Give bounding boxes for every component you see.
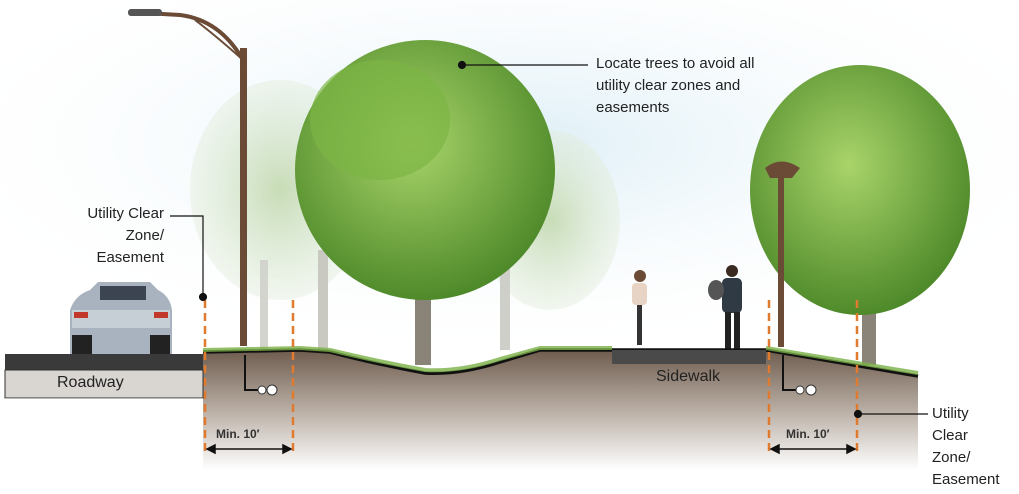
- cyclist: [632, 270, 647, 345]
- utility-pipes-left: [244, 355, 278, 396]
- roadway-label: Roadway: [57, 374, 124, 391]
- pedestrian: [708, 265, 742, 350]
- tree-right: [750, 65, 970, 365]
- street-light-tall: [128, 9, 247, 346]
- right-utility-clear-zone-label: Utility Clear Zone/ Easement: [932, 405, 1000, 488]
- tree-center: [295, 40, 555, 365]
- right-min-dimension: Min. 10′: [786, 427, 830, 441]
- pedestrian-light: [765, 161, 800, 347]
- sidewalk-label: Sidewalk: [656, 368, 721, 385]
- dimension-arrows: [205, 443, 857, 455]
- leader-lines: [170, 60, 928, 419]
- car: [70, 282, 172, 357]
- grass-line: [202, 348, 919, 378]
- sidewalk-slab: [612, 350, 766, 364]
- left-min-dimension: Min. 10′: [216, 427, 260, 441]
- tree-placement-note: Locate trees to avoid all utility clear …: [596, 55, 755, 116]
- utility-pipes-right: [782, 355, 817, 396]
- soil-section: [203, 350, 918, 470]
- roadway-section: [4, 354, 204, 438]
- left-utility-clear-zone-label: Utility Clear Zone/ Easement: [87, 205, 164, 266]
- grass: [202, 345, 919, 375]
